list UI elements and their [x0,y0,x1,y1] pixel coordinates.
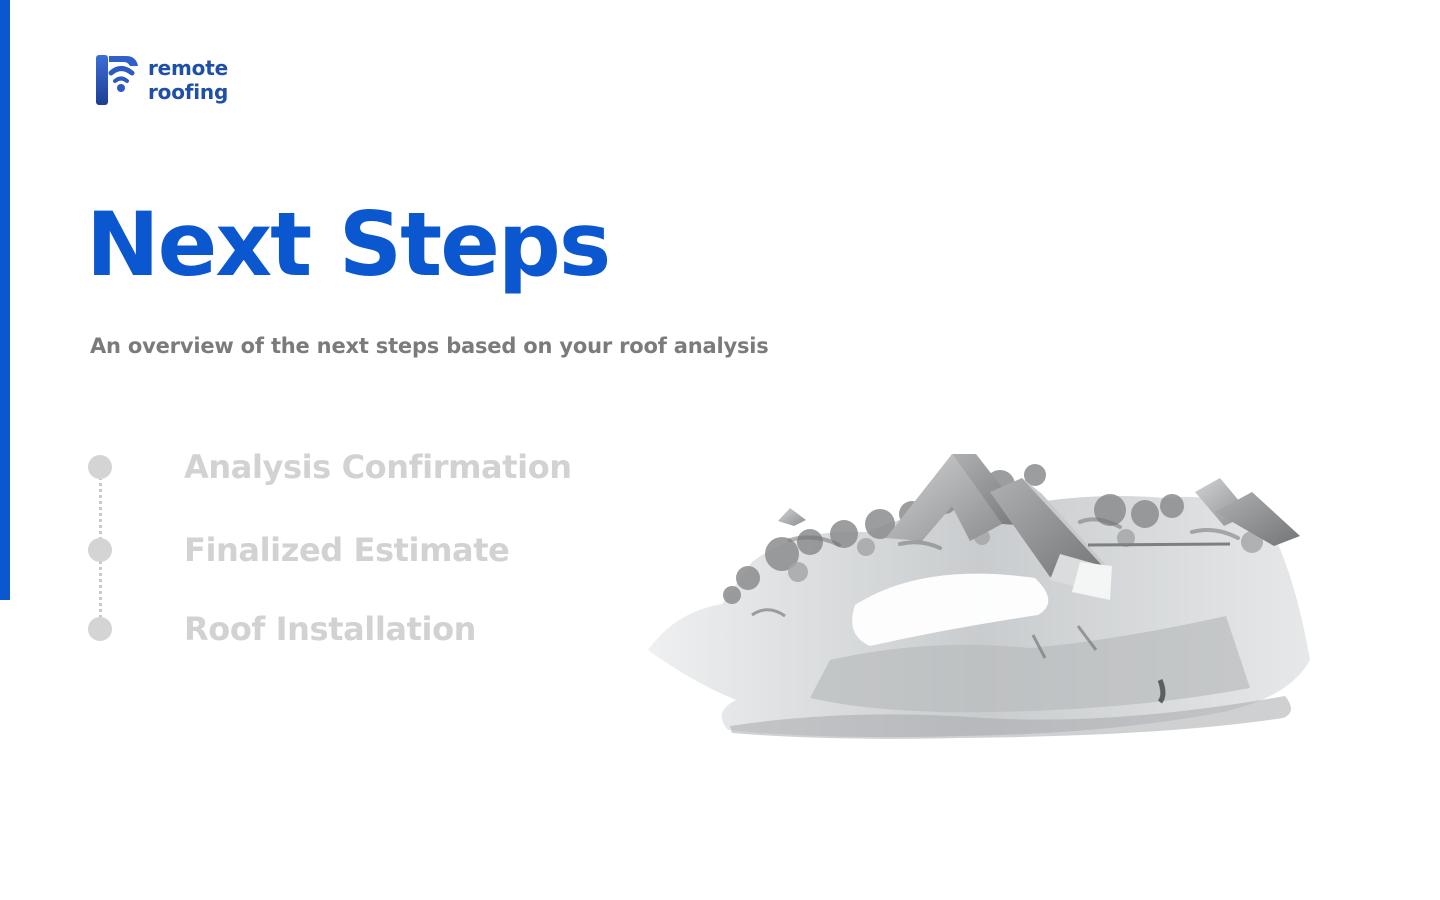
house-wifi-logo-icon [96,55,138,105]
step-dot-icon [88,538,112,562]
brand-name: remote roofing [148,56,228,104]
step-label: Finalized Estimate [184,531,510,569]
page-subtitle: An overview of the next steps based on y… [90,334,769,358]
next-steps-timeline: Analysis Confirmation Finalized Estimate… [88,446,608,656]
page-title: Next Steps [86,193,611,296]
step-roof-installation: Roof Installation [88,609,476,649]
brand-name-line-2: roofing [148,80,229,104]
step-label: Roof Installation [184,610,477,648]
step-dot-icon [88,455,112,479]
brand-name-line-1: remote [148,56,228,80]
step-dot-icon [88,617,112,641]
step-finalized-estimate: Finalized Estimate [88,530,510,570]
step-label: Analysis Confirmation [184,448,572,486]
left-accent-bar [0,0,10,600]
remote-roofing-logo: remote roofing [94,52,228,108]
step-analysis-confirmation: Analysis Confirmation [88,447,572,487]
3d-roof-scan-image [640,450,1320,750]
